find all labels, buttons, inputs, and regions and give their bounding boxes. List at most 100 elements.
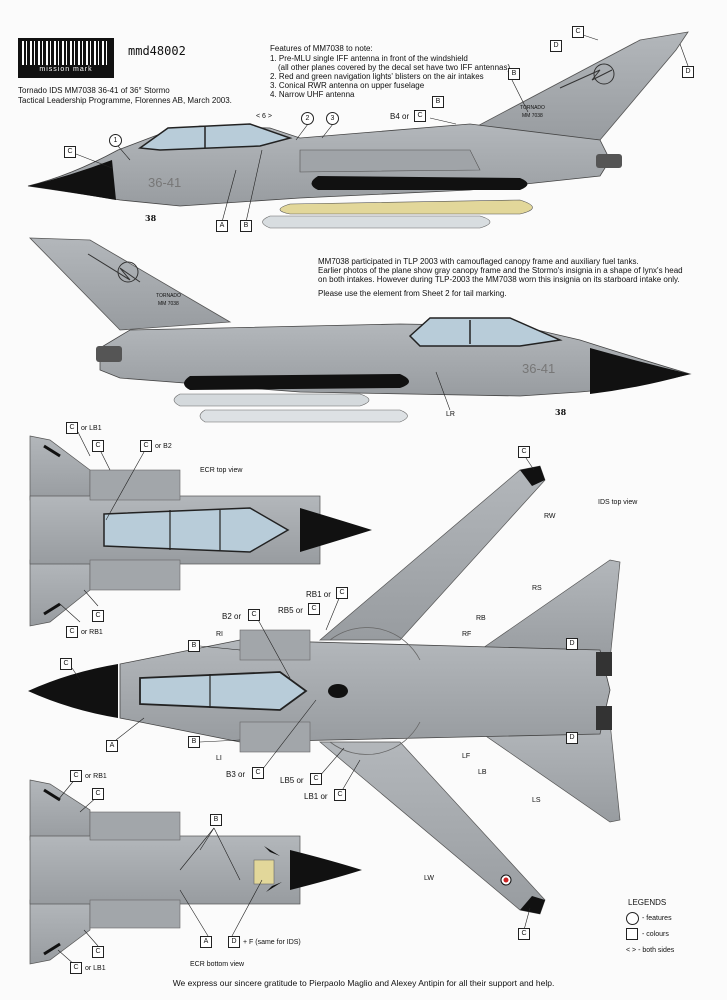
note-line-1: MM7038 participated in TLP 2003 with cam… <box>318 257 639 266</box>
feature-2-marker: 2 <box>301 112 314 125</box>
callout-b3-or: B3 or <box>226 770 246 779</box>
legend-both-sides: < > - both sides <box>626 947 675 954</box>
legend-colours-symbol <box>626 928 638 940</box>
nose-code-starboard: 36-41 <box>522 361 556 376</box>
callout-c-ids-wingtip-r: C <box>518 446 530 458</box>
callout-rb1-or: RB1 or <box>306 590 331 599</box>
label-ri: RI <box>216 631 223 638</box>
logo-wordmark: mission mark <box>39 66 93 73</box>
side-view-port <box>27 31 689 229</box>
callout-c-bottom-1: C <box>70 770 82 782</box>
label-rf: RF <box>462 631 472 638</box>
side-view-starboard <box>29 237 692 423</box>
tail-serial-starboard: MM 7038 <box>158 301 179 307</box>
unit-number-starboard: 38 <box>555 407 567 417</box>
callout-a-bottom: A <box>200 936 212 948</box>
ecr-top-view-label: ECR top view <box>200 467 243 474</box>
legend-title: LEGENDS <box>628 898 667 907</box>
note-line-3: on both intakes. However during TLP-2003… <box>318 275 680 284</box>
callout-c-ecr-1: C <box>66 422 78 434</box>
callout-b: B <box>240 220 252 232</box>
callout-lb1-or: LB1 or <box>304 792 328 801</box>
callout-b-tail: B <box>508 68 520 80</box>
feature-3-marker: 3 <box>326 112 339 125</box>
ecr-bottom-view <box>29 779 362 965</box>
ids-top-view-label: IDS top view <box>598 499 638 506</box>
label-li: LI <box>216 755 222 762</box>
callout-c-lb1: C <box>334 789 346 801</box>
nose-code-port: 36-41 <box>148 175 182 190</box>
label-rb: RB <box>476 615 486 622</box>
callout-c-bottom-3: C <box>92 946 104 958</box>
callout-d-plus-f: + F (same for IDS) <box>243 939 301 946</box>
callout-c-ecr-3: C <box>140 440 152 452</box>
callout-c-ids-nose: C <box>60 658 72 670</box>
callout-rb5-or: RB5 or <box>278 606 303 615</box>
ecr-top-view <box>29 435 372 627</box>
label-lw: LW <box>424 875 434 882</box>
feature-1-marker: 1 <box>109 134 122 147</box>
callout-or-rb1-top: or RB1 <box>81 629 103 636</box>
callout-b-spine: B <box>432 96 444 108</box>
tail-name-port: TORNADO <box>520 105 545 111</box>
feature-item-3: 3. Conical RWR antenna on upper fuselage <box>270 81 425 90</box>
callout-b-ids-lower: B <box>188 736 200 748</box>
features-title: Features of MM7038 to note: <box>270 44 373 53</box>
callout-a: A <box>216 220 228 232</box>
tail-serial-port: MM 7038 <box>522 113 543 119</box>
note-line-4: Please use the element from Sheet 2 for … <box>318 289 507 298</box>
label-ls: LS <box>532 797 541 804</box>
product-code: mmd48002 <box>128 44 186 58</box>
ids-top-view <box>28 465 621 915</box>
callout-c-rb1: C <box>336 587 348 599</box>
callout-c-ecr-4: C <box>92 610 104 622</box>
ecr-bottom-view-label: ECR bottom view <box>190 961 245 968</box>
callout-or-rb1-bottom: or RB1 <box>85 773 107 780</box>
callout-c-rb5: C <box>308 603 320 615</box>
label-rs: RS <box>532 585 542 592</box>
callout-lb5-or: LB5 or <box>280 776 304 785</box>
callout-b4-or: B4 or <box>390 112 410 121</box>
callout-c-b4: C <box>414 110 426 122</box>
label-lb: LB <box>478 769 487 776</box>
label-lf: LF <box>462 753 471 760</box>
note-line-2: Earlier photos of the plane show gray ca… <box>318 266 683 275</box>
callout-or-lb1-bottom: or LB1 <box>85 965 106 972</box>
callout-c-nose: C <box>64 146 76 158</box>
callout-b-ids-upper: B <box>188 640 200 652</box>
callout-d-fin-left: D <box>550 40 562 52</box>
feature-item-2: 2. Red and green navigation lights' blis… <box>270 72 484 81</box>
tail-name-starboard: TORNADO <box>156 293 181 299</box>
callout-c-b3: C <box>252 767 264 779</box>
unit-number-port: 38 <box>145 213 157 223</box>
callout-b2-or: B2 or <box>222 612 242 621</box>
feature-item-4: 4. Narrow UHF antenna <box>270 90 355 99</box>
callout-c-b2: C <box>248 609 260 621</box>
callout-c-bottom-4: C <box>70 962 82 974</box>
callout-a-ids: A <box>106 740 118 752</box>
callout-or-b2-top: or B2 <box>155 443 172 450</box>
legend-colours: - colours <box>642 931 669 938</box>
feature-item-1-note: (all other planes covered by the decal s… <box>278 63 511 72</box>
legend-features: - features <box>642 915 672 922</box>
caption-line-1: Tornado IDS MM7038 36-41 of 36° Stormo <box>18 86 170 95</box>
caption-line-2: Tactical Leadership Programme, Florennes… <box>18 96 232 105</box>
callout-c-ecr-5: C <box>66 626 78 638</box>
footer-acknowledgement: We express our sincere gratitude to Pier… <box>172 978 555 988</box>
callout-lr: LR <box>446 411 455 418</box>
callout-d-fin-right: D <box>682 66 694 78</box>
callout-c-lb5: C <box>310 773 322 785</box>
callout-c-ids-wingtip-l: C <box>518 928 530 940</box>
callout-d-ids-upper: D <box>566 638 578 650</box>
callout-b-bottom: B <box>210 814 222 826</box>
mission-mark-logo: mission mark <box>18 38 114 78</box>
callout-d-ids-lower: D <box>566 732 578 744</box>
callout-d-bottom: D <box>228 936 240 948</box>
feature-item-1: 1. Pre-MLU single IFF antenna in front o… <box>270 54 468 63</box>
callout-or-lb1-top: or LB1 <box>81 425 102 432</box>
label-rw: RW <box>544 513 556 520</box>
legend-features-symbol <box>626 912 639 925</box>
both-sides-6: < 6 > <box>256 113 272 120</box>
callout-c-bottom-2: C <box>92 788 104 800</box>
